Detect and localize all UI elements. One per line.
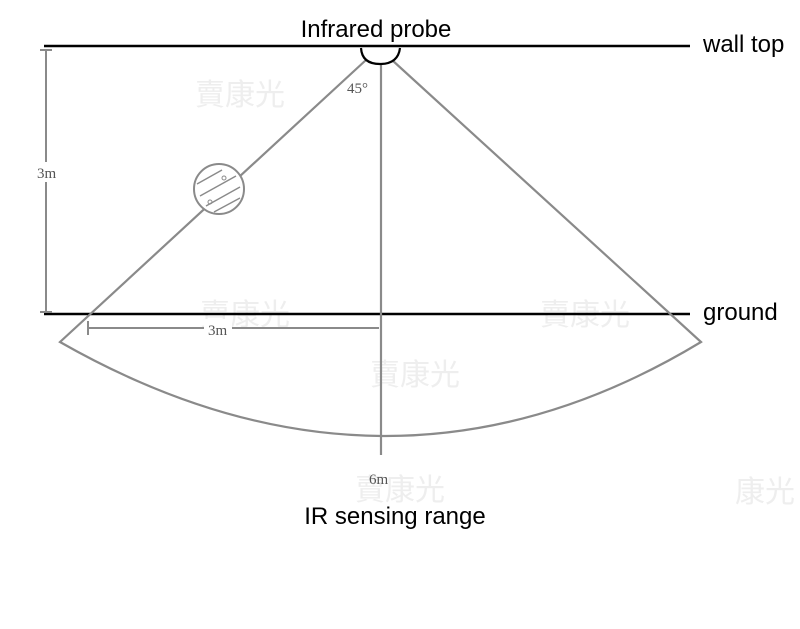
ground-label: ground (703, 299, 778, 326)
wall-top-label: wall top (702, 31, 784, 58)
range-label: IR sensing range (304, 503, 485, 530)
watermark: 賣康光 (355, 473, 445, 508)
watermark: 賣康光 (370, 358, 460, 393)
watermark: 賣康光 (540, 298, 630, 333)
probe-dome-icon (359, 47, 402, 66)
watermark: 賣康光 (195, 78, 285, 113)
watermark: 康光 (735, 475, 795, 510)
probe-label: Infrared probe (301, 16, 452, 43)
angle-label: 45° (347, 81, 368, 97)
half-width-label-bg (204, 319, 232, 337)
watermark-group: 賣康光 賣康光 賣康光 賣康光 賣康光 康光 (195, 78, 795, 510)
height-label: 3m (37, 166, 57, 182)
height-label-bg (33, 162, 59, 182)
sensing-range-outline (58, 59, 703, 437)
sensor-lens-icon (193, 163, 245, 215)
half-width-label: 3m (208, 323, 228, 339)
depth-label: 6m (369, 472, 389, 488)
